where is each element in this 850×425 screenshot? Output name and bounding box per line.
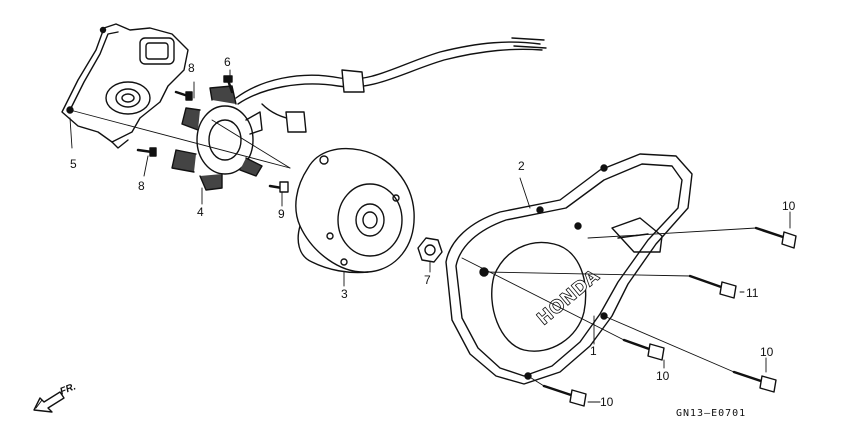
callout-5: 5	[70, 157, 77, 171]
callout-9: 9	[278, 207, 285, 221]
wiring-harness	[235, 37, 547, 133]
callout-1: 1	[590, 344, 597, 358]
callout-6: 6	[224, 55, 231, 69]
front-direction-arrow	[33, 391, 65, 413]
flange-nut	[417, 237, 443, 263]
stator-base-plate	[61, 23, 189, 149]
callout-11: 11	[746, 286, 759, 300]
leader-lines	[69, 69, 791, 403]
callout-10-far-right: 10	[760, 345, 774, 359]
bolts	[136, 75, 797, 407]
callout-2: 2	[518, 159, 525, 173]
callout-10-middle: 10	[656, 369, 670, 383]
flywheel	[295, 147, 415, 274]
callout-3: 3	[341, 287, 348, 301]
stator-coil	[171, 85, 263, 191]
callout-7: 7	[424, 273, 431, 287]
crankcase-cover: HONDA	[445, 153, 693, 385]
diagram-code: GN13–E0701	[676, 408, 747, 419]
callout-10-right: 10	[782, 199, 796, 213]
callout-4: 4	[197, 205, 204, 219]
callout-8-lower: 8	[138, 179, 145, 193]
callout-8-upper: 8	[188, 61, 195, 75]
callout-10-bottom: 10	[600, 395, 614, 409]
